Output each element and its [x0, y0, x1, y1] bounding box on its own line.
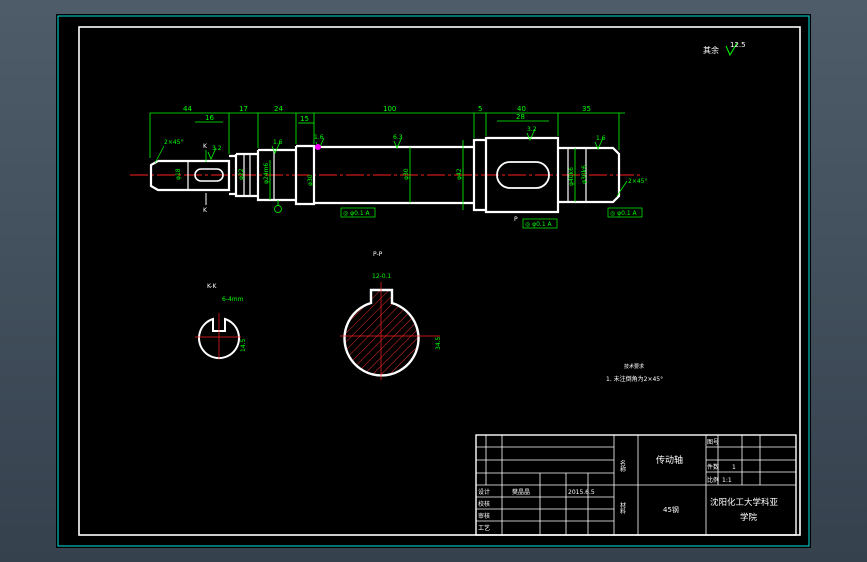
title-block-scale-label: 比例: [707, 476, 719, 484]
technical-notes: 技术要求 1. 未注倒角为2×45°: [606, 363, 663, 383]
title-block-school-line1: 沈阳化工大学科亚: [710, 497, 779, 508]
shaft-outline: [149, 136, 621, 214]
chamfer-right-leader: [616, 180, 628, 197]
roughness-mark-2: 1.6: [273, 139, 283, 146]
roughness-value: 12.5: [730, 41, 746, 49]
datum-a-icon: [274, 205, 282, 213]
general-roughness-note: 其余 12.5: [703, 41, 746, 57]
dim-35: 35: [582, 105, 591, 113]
diameter-8: φ30k6: [581, 165, 588, 184]
section-pp-outline: [343, 288, 420, 377]
chamfer-right-label: 2×45°: [628, 178, 647, 185]
keyway-slot-large: [496, 161, 550, 189]
roughness-mark-5: 3.2: [527, 126, 537, 133]
section-mark-p: P: [514, 216, 518, 223]
title-block-scale-value: 1:1: [722, 477, 732, 484]
title-block-designer: 樊晶晶: [512, 488, 530, 496]
tolerance-frame-1: ◎ φ0.1 A: [340, 207, 376, 218]
title-block: [475, 434, 797, 536]
title-block-drawing-no-label: 图号: [707, 439, 719, 446]
section-view-pp: P-P 12-0.1 34.5: [340, 251, 442, 380]
svg-text:◎ φ0.1 A: ◎ φ0.1 A: [610, 210, 638, 217]
tolerance-frame-2: ◎ φ0.1 A: [522, 218, 558, 229]
diameter-1: φ18: [175, 168, 182, 180]
notes-line1: 1. 未注倒角为2×45°: [606, 375, 663, 383]
section-mark-k-top: K: [203, 143, 208, 150]
keyway-slot-small: [194, 168, 224, 182]
dim-15: 15: [300, 115, 309, 123]
section-kk-title: K-K: [207, 283, 217, 290]
section-kk-depth: 14.5: [240, 338, 247, 352]
dim-44: 44: [183, 105, 192, 113]
diameter-2: φ22: [238, 168, 245, 180]
title-block-material: 45钢: [663, 505, 679, 514]
diameter-7: φ40k6: [568, 167, 575, 186]
dim-16: 16: [205, 114, 214, 122]
section-view-kk: K-K 6-4mm 14.5: [195, 283, 247, 359]
dim-40: 40: [517, 105, 526, 113]
title-block-part-name: 传动轴: [656, 454, 683, 466]
shaft-step-lines: [187, 148, 587, 202]
title-block-row-design: 设计: [478, 488, 490, 496]
title-block-count-label: 件数: [707, 463, 719, 471]
diameter-3: φ24m6: [263, 163, 270, 184]
title-block-school-line2: 学院: [740, 512, 758, 523]
dimension-lines: [149, 112, 625, 210]
dim-5: 5: [478, 105, 482, 113]
sheet-background: [56, 14, 811, 548]
title-block-row-check: 校核: [478, 500, 490, 508]
roughness-mark-3: 1.6: [314, 134, 324, 141]
inner-frame: [78, 26, 801, 536]
diameter-5: φ30: [403, 168, 410, 180]
title-block-material-label: 材料: [619, 501, 626, 515]
tolerance-frame-3: ◎ φ0.1 A: [607, 207, 643, 218]
outer-frame: [57, 15, 810, 547]
shaft-main-view: 44 16 17 24 15 100 5 40 28 35 2×45° 2×45…: [130, 105, 647, 229]
roughness-mark-6: 1.6: [596, 135, 606, 142]
section-kk-width: 6-4mm: [222, 296, 244, 303]
svg-text:◎ φ0.1 A: ◎ φ0.1 A: [343, 210, 371, 217]
title-block-count-value: 1: [732, 464, 736, 471]
dim-100: 100: [383, 105, 396, 113]
dim-24: 24: [274, 105, 283, 113]
title-block-date: 2015.6.5: [568, 489, 595, 496]
section-pp-width: 12-0.1: [372, 273, 392, 280]
section-mark-k-bottom: K: [203, 207, 208, 214]
roughness-label: 其余: [703, 45, 719, 55]
title-block-name-label: 名称: [619, 459, 626, 473]
roughness-mark-4: 6.3: [393, 134, 403, 141]
diameter-4: φ30: [307, 174, 314, 186]
roughness-symbol-icon: [725, 42, 738, 57]
section-kk-outline: [198, 317, 240, 359]
chamfer-left-label: 2×45°: [164, 139, 183, 146]
dim-17: 17: [239, 105, 248, 113]
section-pp-title: P-P: [373, 251, 383, 258]
roughness-mark-1: 3.2: [212, 145, 222, 152]
dim-28: 28: [516, 113, 525, 121]
title-block-row-process: 工艺: [478, 524, 490, 532]
datum-marker-icon: [315, 144, 321, 150]
svg-text:◎ φ0.1 A: ◎ φ0.1 A: [525, 221, 553, 228]
section-pp-depth: 34.5: [435, 336, 442, 350]
notes-title: 技术要求: [624, 363, 644, 370]
diameter-6: φ42: [456, 168, 463, 180]
title-block-row-review: 审核: [478, 512, 490, 520]
chamfer-left-leader: [154, 145, 165, 164]
